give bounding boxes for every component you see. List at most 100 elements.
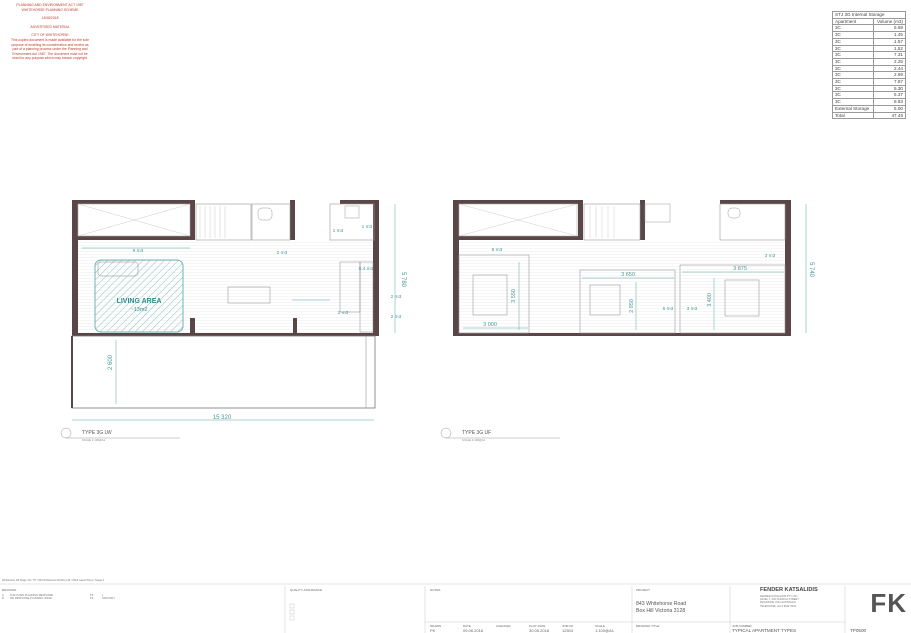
- revision-row: B RFI RESPONSE PLANNING ISSUE PK 04/07/2017: [2, 597, 142, 600]
- lw-storage-label: 0.4 m3: [359, 266, 374, 272]
- lw-wall-top-b: [340, 200, 379, 204]
- uf-dim-depth: 5 740: [808, 262, 814, 278]
- uf-wall-mid: [453, 236, 581, 240]
- kitchen-cabinets-icon: [359, 261, 374, 333]
- stamp-line: This copied document is made available f…: [10, 37, 90, 42]
- uf-stair: [583, 203, 641, 241]
- firm-line: LEVEL 1, 230 CHURCH STREET: [760, 598, 799, 602]
- lw-storage-label: 1 m3: [362, 224, 373, 230]
- revision-by: PK: [90, 597, 94, 601]
- drawing-info-value: 30.05.2018: [529, 628, 550, 633]
- job-label: JOB NUMBER: [732, 624, 752, 628]
- lw-wall-core-b: [290, 200, 295, 240]
- drawing-info-label: PLOT DATE: [529, 624, 546, 628]
- lw-wall-left: [72, 200, 78, 336]
- revision-rev: B: [2, 597, 4, 601]
- lw-storage-label: 1 m3: [333, 228, 344, 234]
- notes-label: NOTES: [430, 588, 441, 592]
- lw-wall-core-a: [190, 200, 195, 240]
- lw-wc: [329, 203, 375, 241]
- uf-wall-bottom: [459, 333, 785, 336]
- revision-desc: FOR TOWN PLANNING RESPONSE: [10, 594, 54, 597]
- drawing-info-value: 12503: [562, 628, 574, 633]
- drawing-info-label: DATE: [463, 624, 471, 628]
- revision-by: PK: [90, 594, 94, 597]
- uf-storage-label: 5 m3: [663, 306, 674, 312]
- quality-label: QUALITY ASSURANCE: [290, 588, 323, 592]
- firm-line: RICHMOND 3121 AUSTRALIA: [760, 601, 796, 605]
- dining-table-icon: [227, 286, 271, 304]
- uf-wall-left: [453, 200, 459, 336]
- lw-storage-label: 2 m3: [338, 310, 349, 316]
- bed-3-icon: [724, 279, 760, 317]
- drawing-title: TYPICAL APARTMENT TYPES: [732, 628, 797, 633]
- uf-bathroom: [719, 203, 786, 241]
- uf-ensuite: [644, 203, 671, 223]
- firm-name: FENDER KATSALIDIS: [760, 587, 818, 593]
- drawing-title-label: DRAWING TITLE: [636, 624, 660, 628]
- drawing-info-label: DRAWN: [430, 624, 442, 628]
- drawing-info-value: 1:100@A1: [595, 628, 614, 633]
- revision-date: 1: [102, 594, 104, 597]
- uf-wall-core-b: [640, 200, 645, 240]
- stamp-line: used for any purpose which may breach co…: [12, 56, 88, 61]
- stamp-line: CITY OF WHITEHORSE: [31, 33, 69, 38]
- lw-toilet-icon: [344, 205, 360, 219]
- uf-wall-top-b: [720, 200, 791, 204]
- job-number: TP0500: [850, 628, 867, 633]
- lw-title-marker: [60, 427, 72, 439]
- firm-logo: FK: [870, 588, 907, 618]
- uf-wall-core-a: [578, 200, 583, 240]
- bed-2-icon: [589, 284, 621, 316]
- uf-wall-right: [785, 200, 791, 336]
- stamp-line: part of a planning process under the Pla…: [12, 47, 88, 52]
- revision-rev: A: [2, 594, 4, 597]
- project-label: PROJECT: [636, 588, 651, 592]
- lw-services-box: [77, 203, 191, 237]
- living-area-zone: [94, 259, 184, 333]
- living-area-value: ~13m2: [131, 307, 148, 313]
- firm-line: TELEPHONE +61 3 9642 5333: [760, 604, 796, 608]
- stamp-line: Environment Act 1987. The document must …: [12, 51, 88, 56]
- lw-dim-width: 15 320: [213, 415, 232, 421]
- revision-date: 04/07/2017: [102, 597, 115, 601]
- revisions-label: REVISION: [2, 588, 17, 592]
- stamp-line: ADVERTISED MATERIAL: [30, 24, 70, 29]
- plan-lw: 15 320 5 780 2 600 LIVING AREA ~13m2 9 m…: [60, 200, 406, 442]
- bedroom-1: [458, 254, 530, 334]
- revision-desc: RFI RESPONSE PLANNING ISSUE: [10, 597, 52, 601]
- file-path: Whitehorse Rd Stage 3G / TP / 843 Whiteh…: [2, 579, 105, 582]
- uf-dim-label: 3 000: [483, 322, 497, 328]
- firm-line: FENDER KATSALIDIS PTY LTD: [760, 595, 798, 598]
- lw-column-a: [293, 318, 297, 336]
- stamp-line: purpose of enabling its consideration an…: [11, 42, 89, 47]
- uf-storage-label: 3 m3: [765, 253, 776, 259]
- lw-wall-right: [373, 200, 379, 336]
- lw-storage-label: 2 m3: [391, 314, 402, 320]
- stamp-line: PLANNING AND ENVIRONMENT ACT 1987: [16, 3, 84, 7]
- uf-dim-label: 3 875: [733, 266, 747, 272]
- uf-dim-label: 3 550: [511, 289, 517, 303]
- lw-basin-icon: [257, 207, 273, 221]
- uf-dim-label: 2 950: [629, 299, 635, 313]
- bedroom-3: [679, 264, 786, 334]
- lw-wall-bottom: [78, 333, 373, 336]
- uf-title-marker: [440, 427, 452, 439]
- uf-title: TYPE 3G UF: [462, 430, 491, 436]
- project-address-2: Box Hill Victoria 3128: [636, 608, 686, 614]
- uf-storage-label: 5 m3: [492, 247, 503, 253]
- revisions-header: REVISION: [2, 588, 16, 592]
- uf-dim-label: 3 650: [621, 272, 635, 278]
- lw-title: TYPE 3G LW: [82, 430, 112, 436]
- drawing-info-label: SCALE: [595, 624, 605, 628]
- project-address-1: 843 Whitehorse Road: [636, 601, 687, 607]
